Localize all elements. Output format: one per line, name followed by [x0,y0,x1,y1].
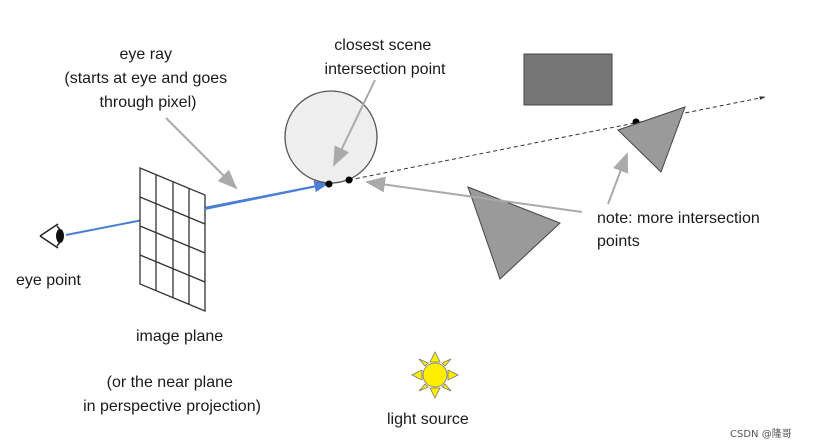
light-source-label: light source [387,411,469,428]
watermark: CSDN @隆哥 [730,427,792,440]
intersection-point [345,176,353,184]
annotation-arrow [333,79,376,167]
rectangle-object [523,53,613,106]
continuing-ray [348,96,766,181]
closest-intersection-label: closest scene intersection point [325,37,447,78]
eye-icon [39,223,64,249]
note-label: note: more intersection points [597,210,764,250]
image-plane-label: image plane [136,328,223,345]
sun-icon [411,351,459,399]
annotation-arrow [365,176,583,213]
triangle-object [617,106,686,173]
eye-point-label: eye point [16,272,81,289]
annotation-arrow [607,152,629,205]
intersection-point [325,180,333,188]
eye-ray-segment [204,181,329,210]
near-plane-label: (or the near plane in perspective projec… [83,374,261,415]
annotation-arrow [165,117,238,190]
eye-ray-label: eye ray (starts at eye and goes through … [64,46,231,111]
triangle-object [467,186,561,280]
image-plane-grid [139,167,206,312]
